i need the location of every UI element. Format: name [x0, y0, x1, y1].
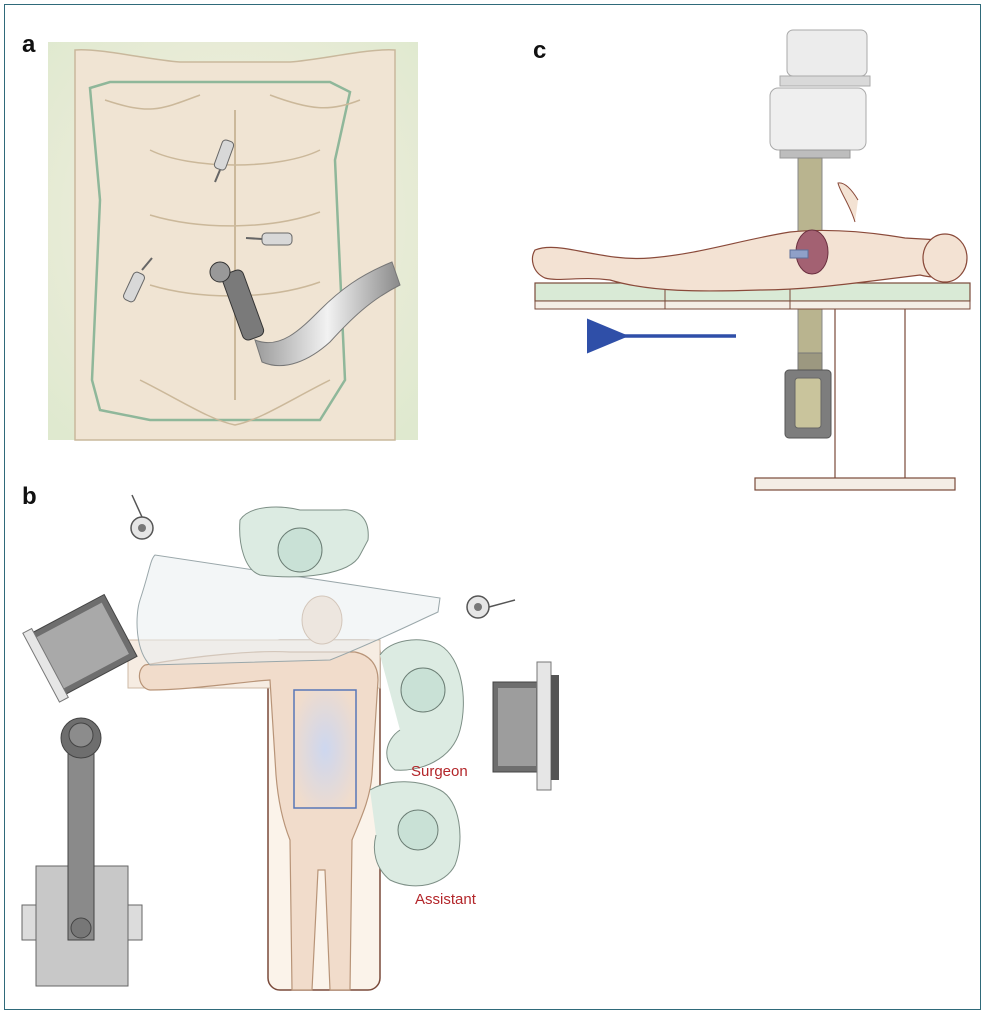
- panel-b-label: b: [22, 483, 37, 510]
- surgeon-head: [401, 668, 445, 712]
- detector-base: [785, 353, 831, 438]
- patient-supine: [532, 183, 967, 291]
- anesthesiologist: [240, 507, 369, 577]
- c-arm-unit: [22, 718, 142, 986]
- monitor-left: [23, 591, 139, 702]
- assistant-figure: [370, 782, 460, 886]
- panel-c-illustration: [532, 30, 970, 490]
- operating-table: [535, 283, 970, 490]
- drape-clamp-right: [467, 596, 515, 618]
- monitor-right: [493, 662, 559, 790]
- panel-c-label: c: [533, 37, 546, 64]
- anesthesiologist-head: [278, 528, 322, 572]
- patient-head: [923, 234, 967, 282]
- surgeon-figure: [380, 640, 463, 770]
- assistant-head: [398, 810, 438, 850]
- drape-clamp-left: [131, 495, 153, 539]
- surgeon-label: Surgeon: [411, 763, 468, 780]
- imaging-head: [770, 30, 870, 158]
- panel-b-illustration: [22, 495, 559, 990]
- panel-a-label: a: [22, 31, 36, 58]
- panel-a-illustration: [48, 42, 418, 440]
- operative-field-box: [294, 690, 356, 808]
- assistant-label: Assistant: [415, 891, 477, 908]
